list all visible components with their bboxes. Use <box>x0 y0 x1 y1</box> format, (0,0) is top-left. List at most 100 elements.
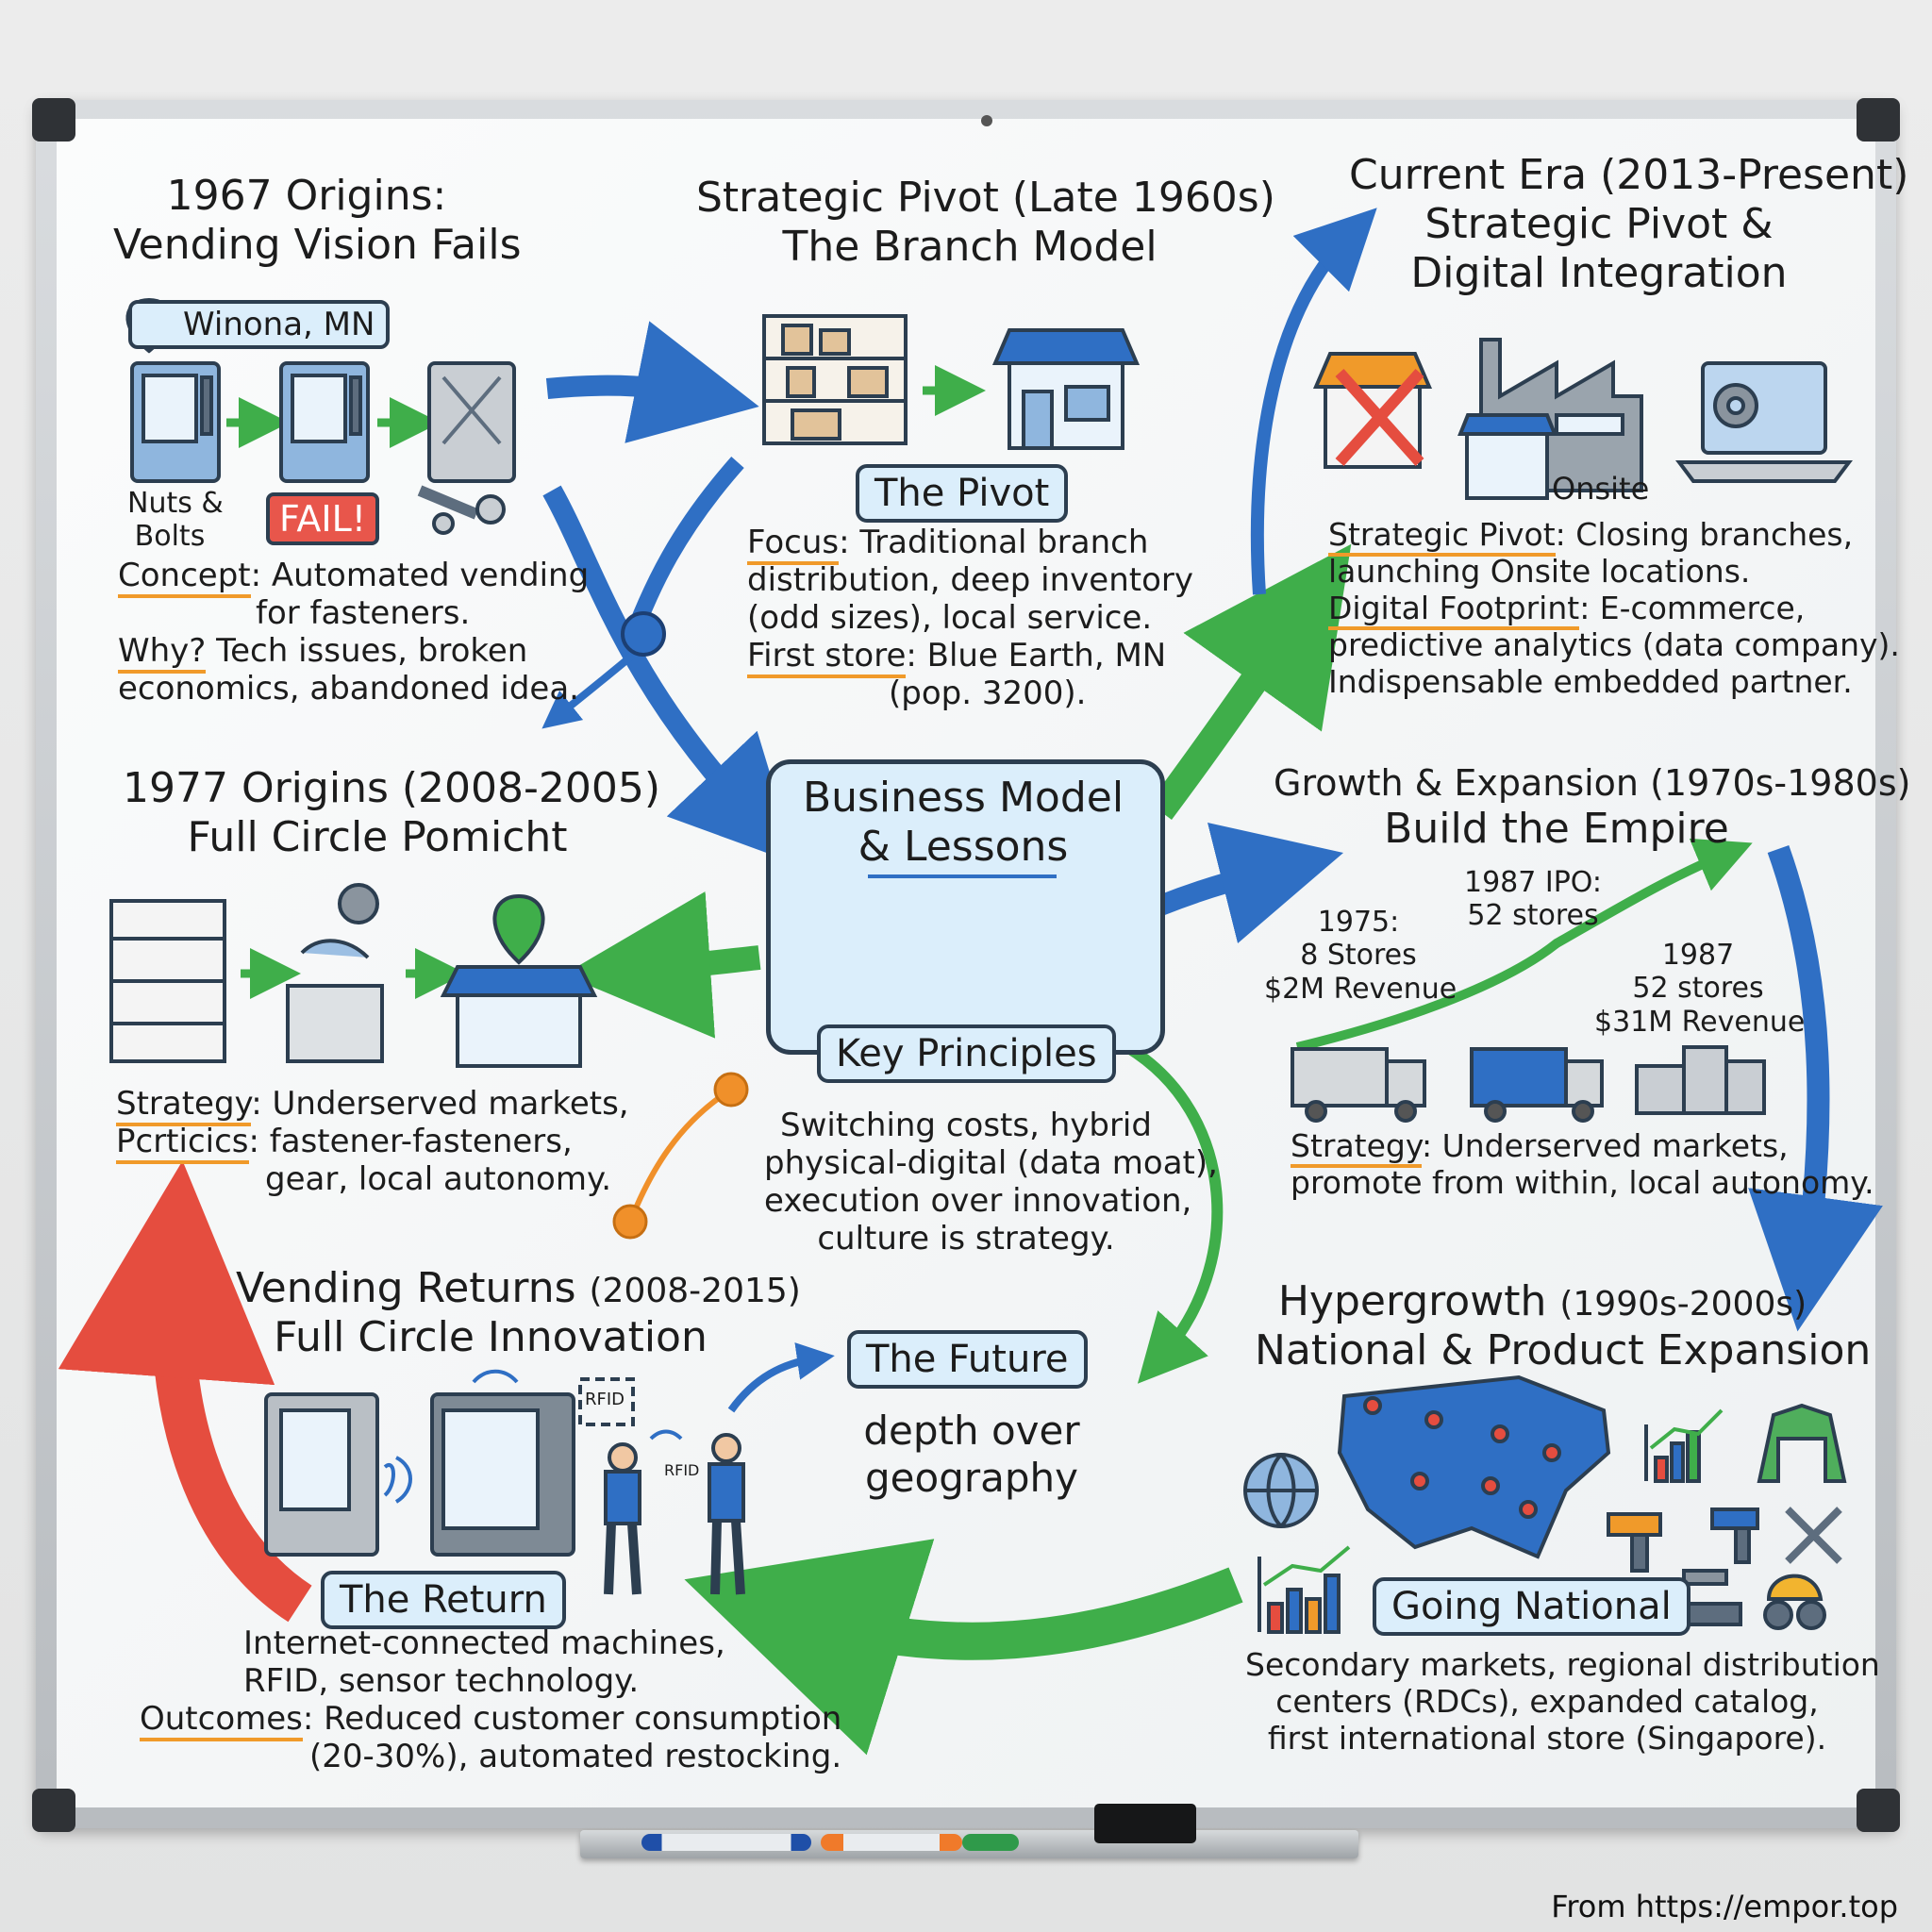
power-drill-icon <box>1607 1512 1662 1573</box>
truck-icon <box>1291 1047 1426 1123</box>
rfid-tag-icon <box>578 1377 635 1426</box>
current-era-body: Strategic Pivot: Closing branches, launc… <box>1328 516 1900 701</box>
pivot-body: Focus: Traditional branch distribution, … <box>747 524 1193 713</box>
text-line: (odd sizes), local service. <box>747 599 1153 638</box>
text-line: for fasteners. <box>256 594 471 633</box>
jacket-icon <box>1757 1403 1847 1483</box>
rfid-scan-label: RFID <box>664 1461 700 1479</box>
vending-returns-title: Vending Returns (2008-2015) Full Circle … <box>236 1264 801 1362</box>
text-line: predictive analytics (data company). <box>1328 625 1900 663</box>
arrow-center-to-growth <box>1156 822 1344 944</box>
text-line: RFID, sensor technology. <box>243 1662 640 1701</box>
text-line: Indispensable embedded partner. <box>1328 662 1853 700</box>
text-line: Internet-connected machines, <box>243 1624 725 1662</box>
shelving-icon <box>109 899 226 1063</box>
text-line: Secondary markets, regional distribution <box>1245 1646 1880 1683</box>
text-line: first international store (Singapore). <box>1267 1719 1827 1757</box>
text-line: centers (RDCs), expanded catalog, <box>1275 1682 1819 1720</box>
frame-corner <box>1857 1789 1900 1832</box>
strategic-pivot-label: Strategic Pivot <box>1328 516 1556 557</box>
connector-node <box>713 1072 749 1108</box>
smart-vending-machine-icon <box>430 1392 575 1557</box>
text-line: promote from within, local autonomy. <box>1291 1163 1874 1201</box>
text-line: culture is strategy. <box>817 1220 1115 1258</box>
origins-1967-body: Concept: Automated vending for fasteners… <box>118 557 589 708</box>
vending-machine-icon <box>279 361 370 483</box>
text-span: : fastener-fasteners, <box>248 1123 573 1161</box>
arrow-origins-to-pivot <box>545 321 759 443</box>
vending-returns-body: Internet-connected machines, RFID, senso… <box>140 1624 841 1775</box>
center-principles-text: Switching costs, hybrid physical-digital… <box>764 1107 1218 1258</box>
text-line: distribution, deep inventory <box>747 561 1193 600</box>
green-marker[interactable] <box>962 1834 1019 1851</box>
text-line: execution over innovation, <box>764 1182 1192 1221</box>
milestone-line: 8 Stores <box>1300 939 1417 973</box>
milestone-1975: 1975: 8 Stores $2M Revenue <box>1264 906 1457 1006</box>
bar-chart-icon <box>1257 1545 1351 1634</box>
focus-label: Focus <box>747 524 840 565</box>
text-line: geography <box>865 1454 1078 1501</box>
milestone-line: 52 stores <box>1632 972 1764 1006</box>
arrow-hyper-to-vending <box>684 1539 1243 1756</box>
bar-chart-icon <box>1644 1408 1724 1483</box>
the-future-badge: The Future <box>847 1330 1088 1389</box>
title-span: Hypergrowth <box>1277 1277 1560 1325</box>
storefront-pin-icon <box>440 893 598 1068</box>
onsite-label: Onsite <box>1552 471 1650 507</box>
arrow-return-up <box>58 1160 312 1623</box>
vending-machine-icon <box>130 361 221 483</box>
factory-icon <box>1457 338 1643 500</box>
safety-helmet-icon <box>1763 1574 1826 1630</box>
text-span: : Traditional branch <box>839 524 1149 561</box>
board-eraser[interactable] <box>1094 1804 1196 1843</box>
business-model-box <box>766 759 1165 1055</box>
pivot-title: Strategic Pivot (Late 1960s) The Branch … <box>696 174 1275 272</box>
title-line: Full Circle Pomicht <box>187 812 568 861</box>
text-line: physical-digital (data moat), <box>764 1144 1218 1183</box>
milestone-line: 1987 <box>1661 939 1735 972</box>
text-span: : Blue Earth, MN <box>906 637 1167 675</box>
title-line: 1977 Origins (2008-2005) <box>123 764 661 812</box>
fail-badge: FAIL! <box>266 492 379 545</box>
title-span: (2008-2015) <box>589 1272 801 1310</box>
growth-title: Growth & Expansion (1970s-1980s) Build t… <box>1274 762 1910 854</box>
text-line: (pop. 3200). <box>889 675 1087 713</box>
digital-footprint-label: Digital Footprint <box>1328 589 1580 630</box>
truck-icon <box>1470 1047 1604 1123</box>
arrow-node-to-1977 <box>541 652 635 729</box>
growth-body: Strategy: Underserved markets, promote f… <box>1291 1127 1874 1202</box>
origins-1977-body: Strategy: Underserved markets, Pcrticics… <box>116 1085 629 1198</box>
strategy-label: Strategy <box>116 1085 252 1126</box>
pivot-badge: The Pivot <box>856 464 1069 523</box>
title-span: Vending Returns <box>236 1264 590 1312</box>
title-line: Digital Integration <box>1410 248 1788 297</box>
center-title-line: & Lessons <box>858 822 1069 871</box>
warehouse-shelf-icon <box>762 314 908 445</box>
strategy-label: Strategy <box>1291 1127 1422 1168</box>
frame-screw <box>981 115 992 126</box>
text-span: : E-commerce, <box>1579 589 1806 626</box>
key-principles-badge: Key Principles <box>817 1024 1116 1083</box>
text-span: : Automated vending <box>250 557 590 594</box>
title-line: Strategic Pivot & <box>1424 199 1774 248</box>
hypergrowth-body: Secondary markets, regional distribution… <box>1245 1646 1880 1757</box>
text-span: : Underserved markets, <box>1422 1127 1789 1164</box>
frame-corner <box>32 98 75 142</box>
broken-hands-icon <box>286 883 384 1063</box>
orange-marker[interactable] <box>821 1834 962 1851</box>
usa-map-icon <box>1337 1374 1611 1559</box>
title-line: The Branch Model <box>782 222 1158 271</box>
closed-branch-icon <box>1312 352 1433 469</box>
outcomes-label: Outcomes <box>140 1700 303 1742</box>
origins-1967-title: 1967 Origins: Vending Vision Fails <box>113 172 522 270</box>
title-line: Full Circle Innovation <box>274 1312 708 1361</box>
title-underline <box>868 874 1057 878</box>
current-era-title: Current Era (2013-Present) Strategic Piv… <box>1349 151 1908 298</box>
storefront-icon <box>991 328 1141 450</box>
arrow-center-to-1977 <box>563 891 761 1039</box>
milestone-line: 52 stores <box>1467 899 1599 933</box>
title-line: Vending Vision Fails <box>113 220 522 269</box>
blue-marker[interactable] <box>641 1834 811 1851</box>
title-line: Build the Empire <box>1384 804 1729 853</box>
